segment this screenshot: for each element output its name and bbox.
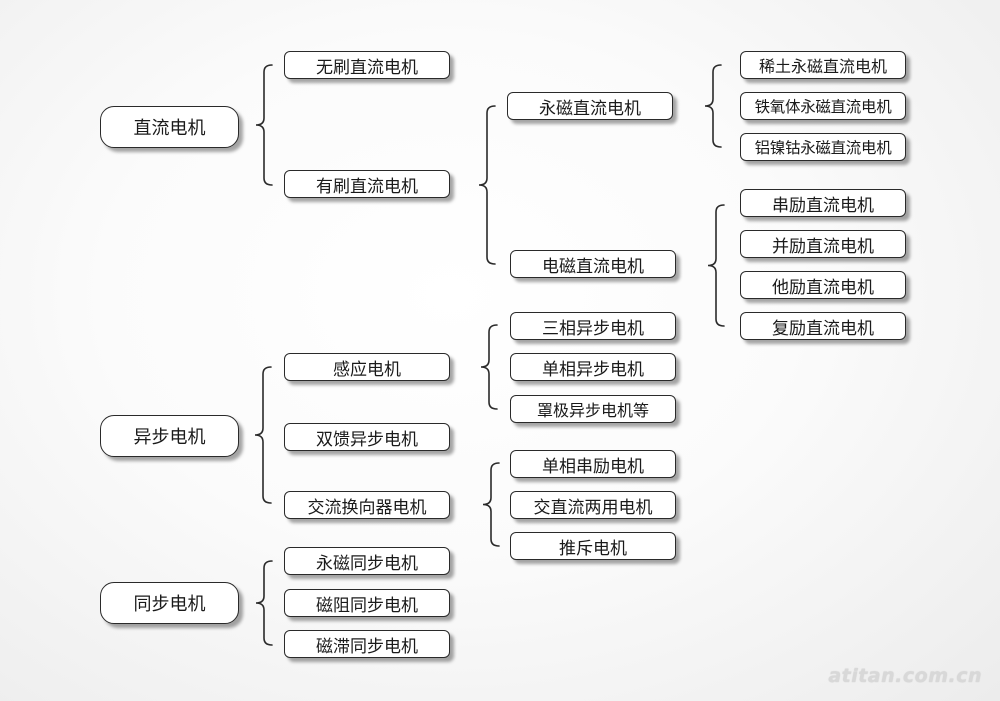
- node-series-dc: 串励直流电机: [740, 189, 906, 217]
- brace-commutator: [482, 462, 500, 547]
- node-repulsion-motor: 推斥电机: [510, 532, 676, 560]
- node-reluctance-sync: 磁阻同步电机: [284, 589, 450, 617]
- node-shaded-pole-async: 罩极异步电机等: [510, 395, 676, 423]
- node-hysteresis-sync: 磁滞同步电机: [284, 630, 450, 658]
- node-separately-excited-dc: 他励直流电机: [740, 271, 906, 299]
- node-pm-dc: 永磁直流电机: [507, 92, 673, 120]
- node-brushed-dc: 有刷直流电机: [284, 170, 450, 198]
- node-shunt-dc: 并励直流电机: [740, 230, 906, 258]
- node-alnico-pm-dc: 铝镍钴永磁直流电机: [740, 133, 906, 161]
- node-dfig-motor: 双馈异步电机: [284, 423, 450, 451]
- brace-brushed-dc: [478, 105, 496, 265]
- node-rare-earth-pm-dc: 稀土永磁直流电机: [740, 51, 906, 79]
- node-dc-motor: 直流电机: [100, 106, 239, 148]
- brace-induction: [480, 324, 498, 410]
- brace-em-dc: [707, 204, 725, 327]
- node-universal-motor: 交直流两用电机: [510, 491, 676, 519]
- node-single-phase-async: 单相异步电机: [510, 353, 676, 381]
- watermark: atitan.com.cn: [828, 665, 982, 687]
- brace-sync: [255, 560, 273, 646]
- node-three-phase-async: 三相异步电机: [510, 312, 676, 340]
- node-induction-motor: 感应电机: [284, 353, 450, 381]
- brace-dc: [255, 64, 273, 186]
- node-commutator-motor: 交流换向器电机: [284, 491, 450, 519]
- node-pm-sync: 永磁同步电机: [284, 547, 450, 575]
- node-async-motor: 异步电机: [100, 415, 239, 457]
- node-brushless-dc: 无刷直流电机: [284, 51, 450, 79]
- node-ferrite-pm-dc: 铁氧体永磁直流电机: [740, 92, 906, 120]
- brace-pm-dc: [704, 64, 722, 148]
- node-compound-dc: 复励直流电机: [740, 312, 906, 340]
- brace-async: [254, 366, 272, 504]
- node-sync-motor: 同步电机: [100, 582, 239, 624]
- node-single-phase-series: 单相串励电机: [510, 450, 676, 478]
- node-em-dc: 电磁直流电机: [510, 250, 676, 278]
